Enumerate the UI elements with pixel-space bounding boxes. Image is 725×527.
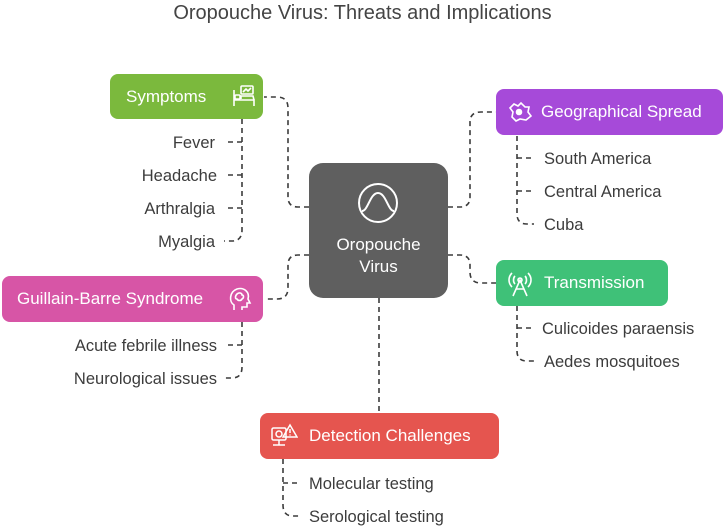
connector-center-symptoms [264, 96, 309, 208]
guillain-item-neurological: Neurological issues [73, 370, 217, 388]
detection-challenges-label: Detection Challenges [309, 426, 471, 445]
guillain-barre-node: Guillain-Barre Syndrome [2, 276, 263, 322]
connector-guillain-items [224, 322, 243, 379]
bed-icon [233, 85, 255, 106]
test-warning-icon [271, 423, 298, 446]
symptom-item-arthralgia: Arthralgia [144, 200, 215, 218]
diagram-title: Oropouche Virus: Threats and Implication… [173, 2, 552, 24]
geography-item-cuba: Cuba [544, 216, 584, 234]
detection-challenges-node: Detection Challenges [260, 413, 499, 459]
guillain-barre-label: Guillain-Barre Syndrome [17, 289, 204, 308]
geographical-spread-node: Geographical Spread [496, 89, 723, 135]
map-icon [508, 101, 533, 122]
transmission-label: Transmission [544, 273, 645, 292]
transmission-item-culicoides: Culicoides paraensis [542, 320, 695, 338]
connector-center-geography [448, 111, 496, 208]
symptom-item-myalgia: Myalgia [158, 233, 215, 251]
guillain-item-acute-febrile: Acute febrile illness [74, 337, 217, 355]
transmission-node: Transmission [496, 260, 668, 306]
detection-item-molecular: Molecular testing [309, 475, 434, 493]
geography-item-south-america: South America [544, 150, 652, 168]
symptom-item-fever: Fever [172, 134, 215, 152]
antenna-icon [508, 272, 532, 297]
connector-center-transmission [448, 254, 496, 284]
center-label-line1: Oropouche [336, 235, 421, 254]
connector-geography-items [516, 136, 534, 225]
symptoms-node: Symptoms [110, 74, 263, 119]
connector-transmission-items [516, 306, 534, 362]
connector-symptoms-items [224, 119, 243, 242]
geographical-spread-label: Geographical Spread [541, 102, 702, 121]
connector-detection-items [282, 459, 300, 517]
virus-curve-icon [358, 183, 398, 223]
symptoms-label: Symptoms [126, 86, 207, 106]
head-brain-icon [229, 287, 252, 310]
connector-center-guillain [264, 254, 309, 300]
symptom-item-headache: Headache [141, 167, 217, 185]
center-node: Oropouche Virus [309, 163, 448, 298]
transmission-item-aedes: Aedes mosquitoes [544, 353, 680, 371]
center-label-line2: Virus [359, 257, 398, 276]
geography-item-central-america: Central America [544, 183, 662, 201]
detection-item-serological: Serological testing [309, 508, 444, 526]
